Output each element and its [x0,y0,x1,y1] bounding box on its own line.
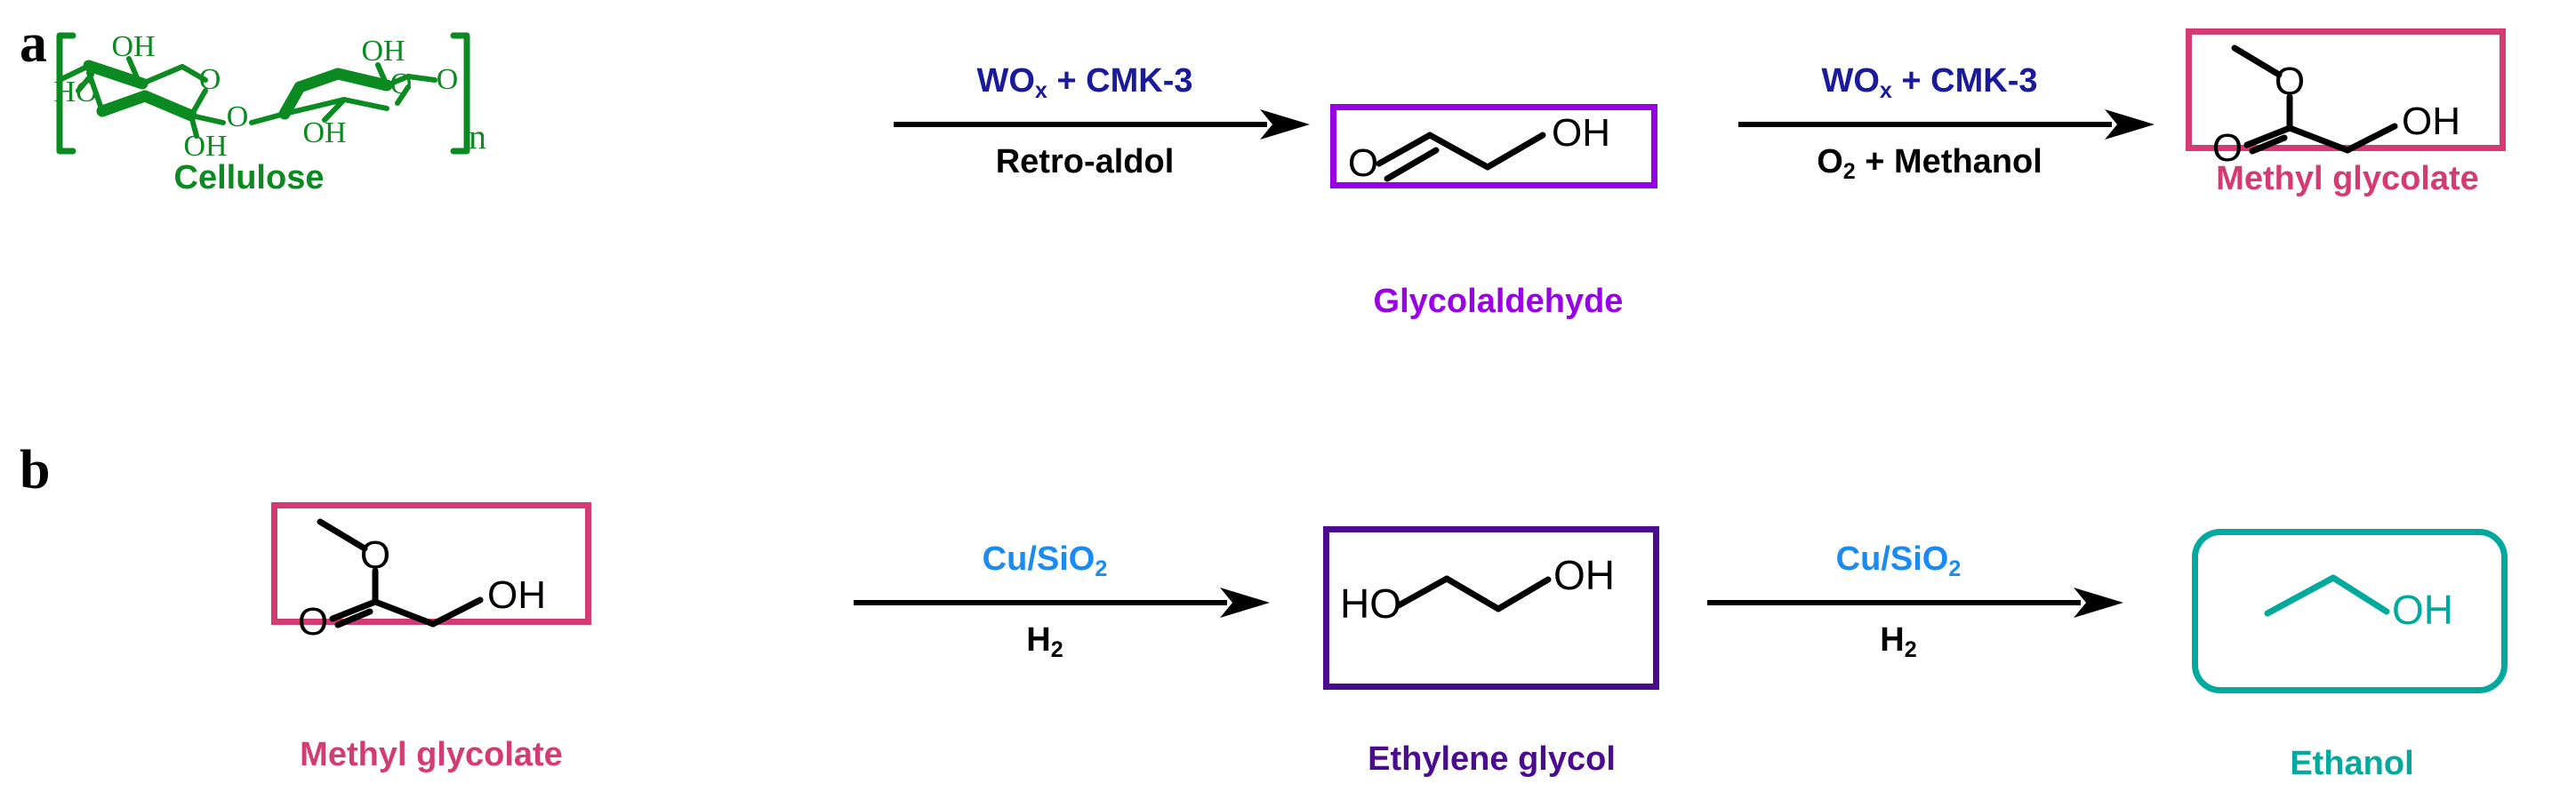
reaction-arrow-a1: WOx + CMK-3 Retro-aldol [894,64,1312,183]
reagent-a1-top-main: WO [976,62,1035,100]
reagent-a2-top-tail: + CMK-3 [1891,62,2038,100]
reagent-b2-bottom-main: H [1880,621,1905,660]
glycolaldehyde-oh: OH [1552,111,1610,155]
methyl-glycolate-a-ester-o: O [2275,60,2305,103]
reaction-arrow-b1: Cu/SiO2 H2 [854,542,1272,661]
cellulose-oh-3: OH [361,35,405,68]
caption-cellulose: Cellulose [173,159,325,196]
molecule-box-methyl-glycolate-a: O O OH [2186,28,2506,170]
reagent-a1-top-tail: + CMK-3 [1047,62,1193,100]
reaction-arrow-b2: Cu/SiO2 H2 [1707,542,2125,661]
reagent-a1-bottom-main: Retro-aldol [995,143,1175,181]
ethylene-glycol-oh: OH [1553,552,1615,598]
reagent-b1-top: Cu/SiO2 [854,542,1236,580]
methyl-glycolate-structure-b: O O OH [298,518,546,644]
reagent-b1-bottom-main: H [1026,621,1051,660]
ethylene-glycol-structure: HO OH [1340,552,1615,627]
cellulose-ho-1: HO [53,76,97,108]
reagent-a2-top-sub: x [1879,78,1892,104]
arrow-b2-glyph [1707,588,2123,619]
cellulose-ring-o-1: O [199,63,221,96]
cellulose-oh-1: OH [111,30,155,63]
reagent-b2-bottom: H2 [1707,623,2090,661]
caption-methyl-glycolate-a: Methyl glycolate [2216,160,2479,197]
molecule-box-ethylene-glycol: HO OH [1323,526,1659,690]
reagent-a2-top-main: WO [1821,62,1880,100]
cellulose-oh-2: OH [183,130,227,163]
molecule-box-glycolaldehyde: O OH [1330,104,1657,188]
methyl-glycolate-a-oh: OH [2402,100,2460,143]
glycolaldehyde-carbonyl-o: O [1348,141,1378,185]
reagent-b1-bottom: H2 [854,623,1236,661]
reagent-a1-top-sub: x [1034,78,1047,104]
arrow-a1-glyph [894,109,1310,140]
cellulose-ring-o-2: O [390,68,413,100]
caption-methyl-glycolate-b: Methyl glycolate [300,736,563,773]
ethylene-glycol-ho: HO [1340,580,1401,627]
cellulose-structure: O OH HO OH O O OH O [49,27,494,163]
reagent-a2-bottom-main: O [1817,143,1843,181]
methyl-glycolate-b-ester-o: O [360,533,390,577]
cellulose-terminal-o: O [437,63,459,96]
reagent-a2-top: WOx + CMK-3 [1738,64,2121,102]
panel-letter-b: b [20,440,51,500]
reagent-b1-bottom-sub: 2 [1050,637,1063,663]
arrow-a2-glyph [1738,109,2155,140]
reagent-a1-bottom: Retro-aldol [894,145,1276,183]
reagent-b2-top-sub: 2 [1948,556,1962,582]
molecule-box-ethanol: OH [2192,529,2508,693]
reagent-b1-top-sub: 2 [1095,556,1108,582]
cellulose-glycosidic-o: O [227,100,249,133]
panel-letter-a: a [20,13,47,74]
reagent-a2-bottom-tail: + Methanol [1855,143,2042,181]
reagent-a2-bottom-sub: 2 [1842,159,1856,185]
caption-glycolaldehyde: Glycolaldehyde [1373,283,1624,320]
reagent-b2-top-main: Cu/SiO [1835,540,1949,578]
reagent-b1-top-main: Cu/SiO [982,540,1095,578]
caption-ethylene-glycol: Ethylene glycol [1368,740,1616,778]
methyl-glycolate-a-carbonyl-o: O [2212,126,2243,170]
cellulose-repeat-n: n [469,116,486,156]
methyl-glycolate-structure-a: O O OH [2212,44,2460,170]
ethanol-oh: OH [2392,587,2453,633]
reagent-a2-bottom: O2 + Methanol [1738,145,2121,183]
methyl-glycolate-b-oh: OH [487,573,546,617]
molecule-box-methyl-glycolate-b: O O OH [271,502,591,644]
reagent-b2-top: Cu/SiO2 [1707,542,2090,580]
ethanol-structure: OH [2264,574,2453,633]
reagent-a1-top: WOx + CMK-3 [894,64,1276,102]
reaction-arrow-a2: WOx + CMK-3 O2 + Methanol [1738,64,2156,183]
arrow-b1-glyph [854,588,1270,619]
cellulose-oh-4: OH [302,116,346,149]
glycolaldehyde-structure: O OH [1348,111,1610,185]
methyl-glycolate-b-carbonyl-o: O [298,600,328,644]
caption-ethanol: Ethanol [2290,745,2414,782]
reagent-b2-bottom-sub: 2 [1904,637,1917,663]
